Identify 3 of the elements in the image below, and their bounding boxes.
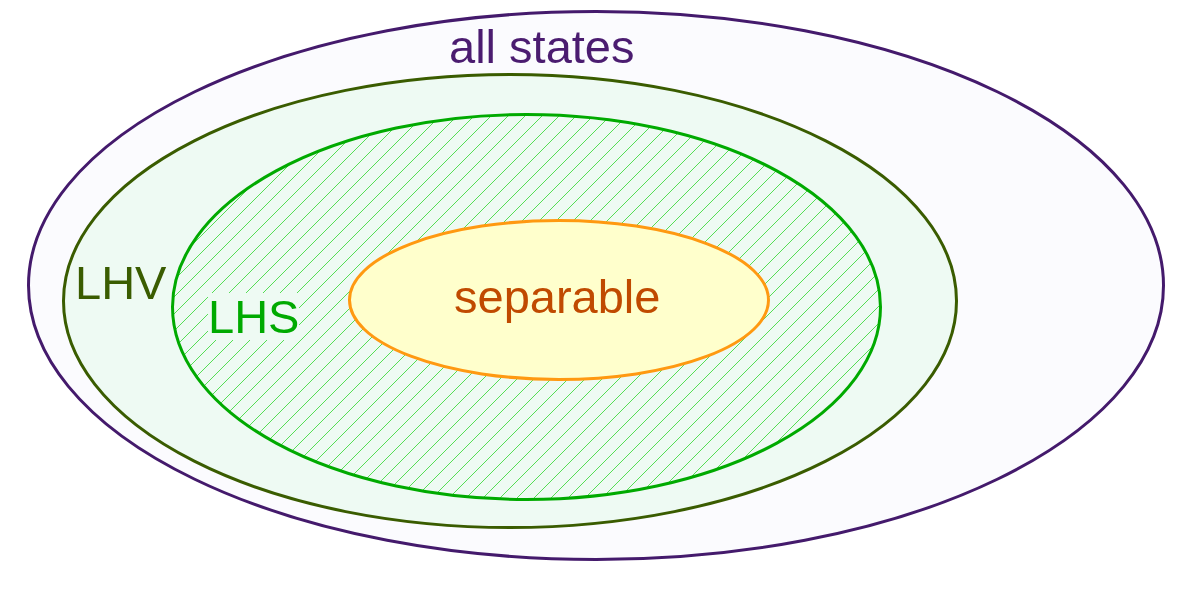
set-label: all states	[449, 23, 635, 70]
set-label: LHV	[75, 259, 167, 306]
set-label: LHS	[208, 293, 300, 340]
